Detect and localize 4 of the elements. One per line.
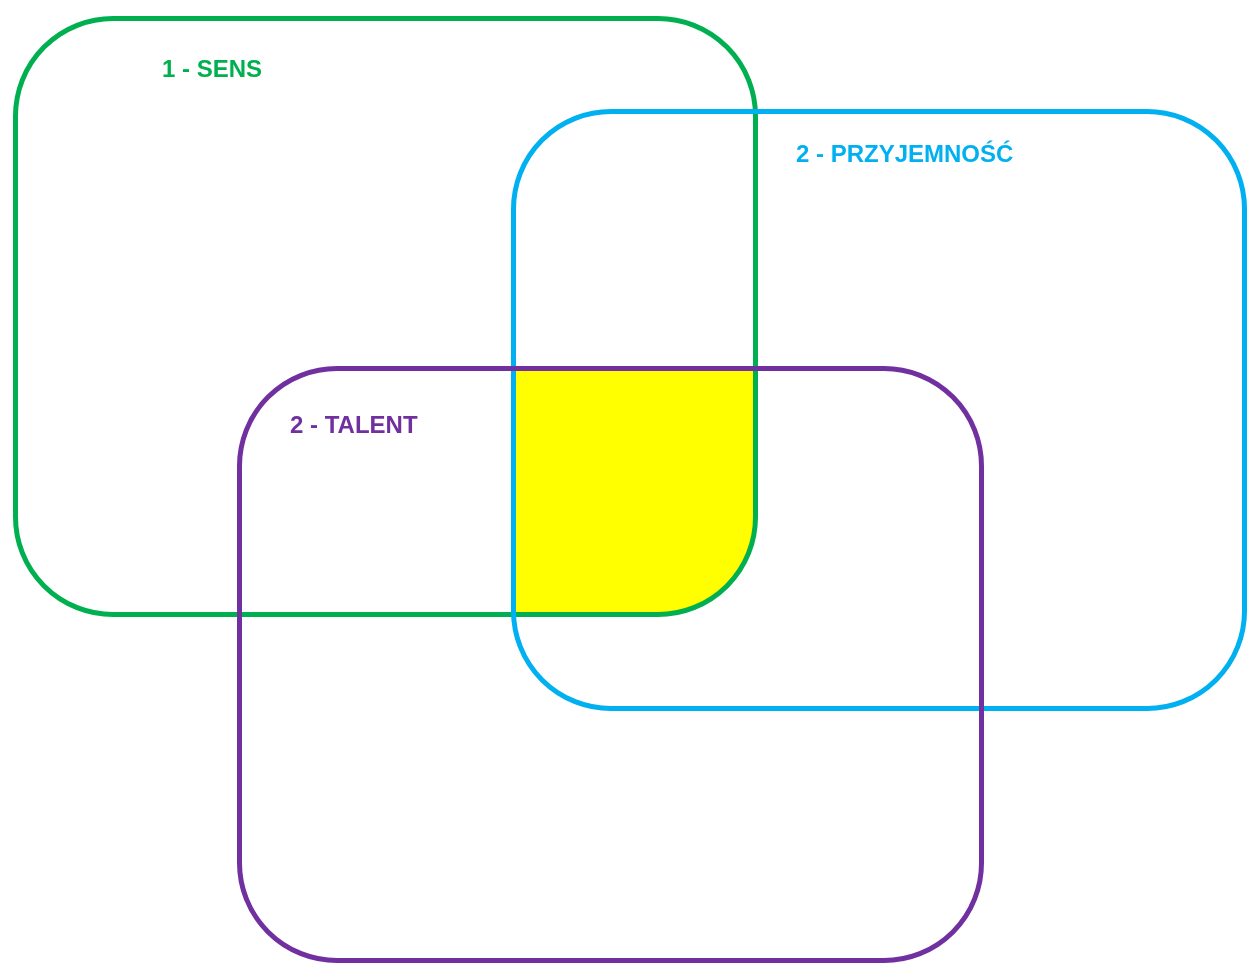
highlighted-overlap-area <box>513 368 756 615</box>
set-label: 1 - SENS <box>162 57 263 81</box>
set-label: 2 - TALENT <box>290 413 418 437</box>
set-label: 2 - PRZYJEMNOŚĆ <box>796 142 1014 166</box>
